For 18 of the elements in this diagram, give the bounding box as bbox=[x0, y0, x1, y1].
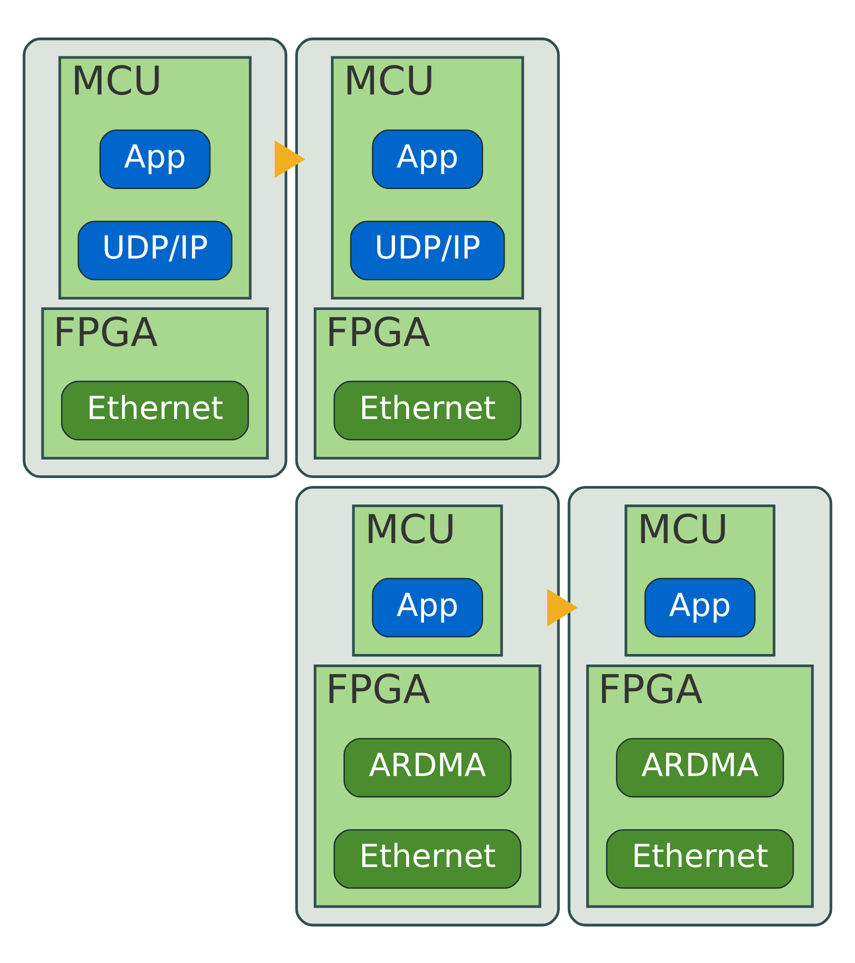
node-box: Ethernet bbox=[606, 828, 794, 888]
node-box: UDP/IP bbox=[78, 220, 232, 280]
node-box: ARDMA bbox=[344, 737, 512, 797]
node-box: App bbox=[372, 128, 484, 188]
node-box: App bbox=[99, 128, 211, 188]
node-box: Ethernet bbox=[61, 380, 249, 440]
arrow bbox=[274, 140, 306, 178]
node-box: UDP/IP bbox=[350, 220, 505, 280]
cluster bbox=[295, 37, 560, 478]
cluster bbox=[22, 37, 288, 478]
node-box: App bbox=[372, 577, 484, 637]
node-box: Ethernet bbox=[334, 380, 522, 440]
node-box: App bbox=[644, 577, 756, 637]
node-box: ARDMA bbox=[616, 737, 784, 797]
cluster bbox=[568, 485, 832, 926]
arrow bbox=[547, 588, 578, 626]
cluster bbox=[295, 485, 560, 926]
node-box: Ethernet bbox=[334, 828, 522, 888]
